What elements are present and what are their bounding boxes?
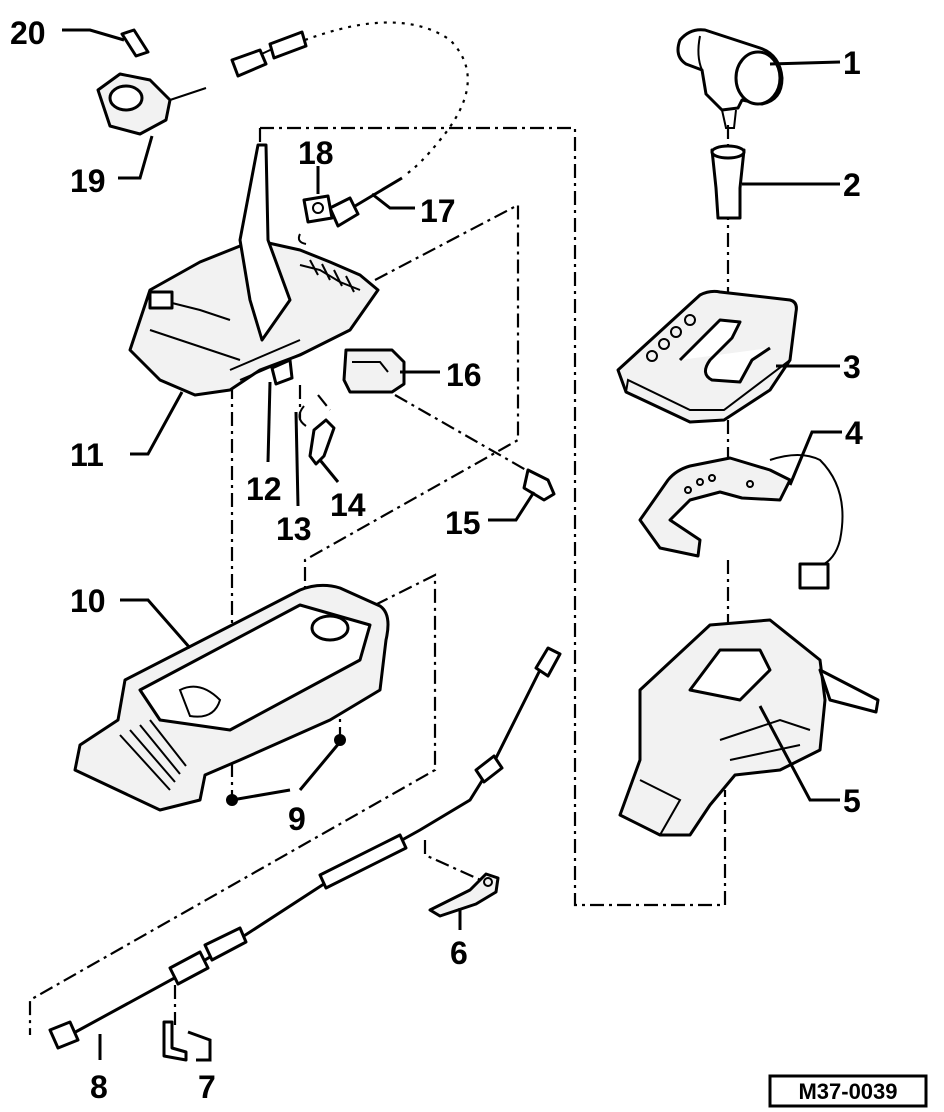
part-14-lever (308, 418, 336, 466)
part-20-key-pin (120, 28, 150, 58)
callout-2: 2 (843, 167, 861, 203)
assembly-lines (28, 21, 730, 1035)
part-4-indicator-panel (638, 454, 844, 590)
part-8-selector-cable (48, 646, 562, 1050)
callout-20: 20 (10, 15, 46, 51)
part-10-housing-base (73, 583, 390, 812)
leader-lines (62, 28, 842, 1062)
callout-15: 15 (445, 505, 481, 541)
callout-17: 17 (420, 193, 456, 229)
callout-1: 1 (843, 45, 861, 81)
callout-4: 4 (845, 415, 863, 451)
callout-8: 8 (90, 1069, 108, 1105)
part-15-pin (522, 468, 556, 502)
callout-3: 3 (843, 349, 861, 385)
part-7-clip (162, 1020, 188, 1062)
callout-11: 11 (70, 437, 104, 473)
callout-12: 12 (246, 471, 282, 507)
part-1-selector-knob (676, 28, 784, 129)
part-17-shift-lock-cable (328, 176, 403, 228)
part-2-knob-sleeve (710, 144, 746, 220)
figure-code: M37-0039 (798, 1079, 897, 1104)
callout-6: 6 (450, 935, 468, 971)
part-16-solenoid (342, 348, 406, 394)
callout-7: 7 (198, 1069, 216, 1105)
callout-16: 16 (446, 357, 482, 393)
callout-10: 10 (70, 583, 106, 619)
part-13-circlip (298, 405, 307, 427)
callout-19: 19 (70, 163, 106, 199)
part-11-selector-mechanism (128, 143, 380, 397)
callout-13: 13 (276, 511, 312, 547)
part-18-clip (297, 194, 334, 245)
part-19-ignition-lock-housing (96, 30, 308, 136)
callout-labels: 1 2 3 4 5 6 7 8 9 10 11 12 13 14 15 16 1… (10, 15, 863, 1105)
callout-14: 14 (330, 487, 366, 523)
part-5-lower-console (618, 618, 880, 837)
callout-18: 18 (298, 135, 334, 171)
part-12-lock-pin (270, 358, 294, 386)
callout-5: 5 (843, 783, 861, 819)
part-6-bracket (428, 872, 500, 918)
figure-code-badge: M37-0039 (768, 1074, 928, 1108)
part-3-selector-cover (616, 289, 798, 424)
callout-9: 9 (288, 801, 306, 837)
